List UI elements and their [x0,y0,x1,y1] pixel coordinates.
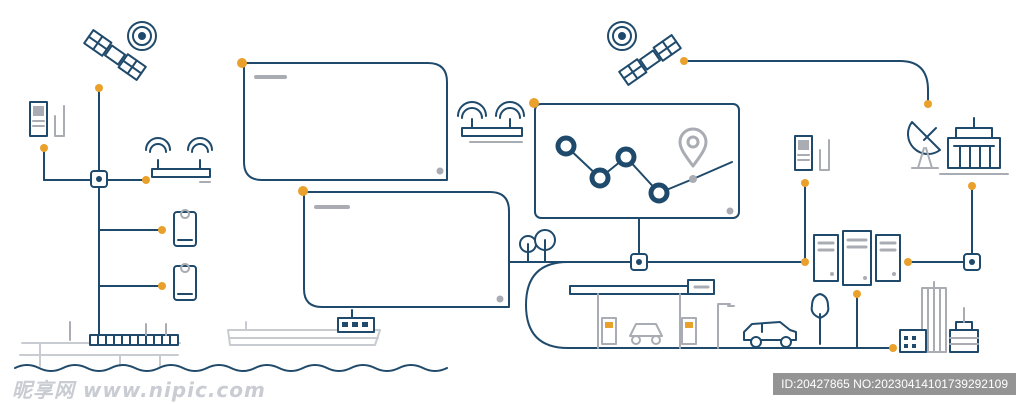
info-panel-1 [243,62,448,181]
radar-dish-icon [907,121,941,169]
ship-icon [227,309,381,346]
city-buildings [899,281,979,353]
chart-point [589,167,611,189]
satellite-dish [127,21,157,51]
router-icon [145,137,213,183]
router-icon [457,101,525,143]
mobile-device-icon [794,135,830,171]
server-rack-icon [813,230,901,286]
water-waves [14,364,448,372]
watermark-site: 昵享网 www.nipic.com [12,378,266,402]
tree-icon [519,229,830,345]
street-lamp [717,303,735,349]
satellite-icon [618,34,682,86]
connection-nodes [40,57,976,352]
chart-point [615,146,637,168]
chart-point [555,135,577,157]
car-icon [743,321,797,348]
building-icon [939,117,1009,175]
gas-station-icon [569,279,715,349]
watermark-id: ID:20427865 NO:20230414101739292109 [773,373,1016,395]
chart-point [648,182,670,204]
satellite-icon [83,29,147,81]
info-panel-2 [303,191,510,308]
chart-panel [534,103,740,219]
mobile-device-icon [29,101,65,137]
smartphone-location-icon [173,209,197,247]
smartphone-location-icon [173,263,197,301]
satellite-dish [607,21,637,51]
pier [19,321,179,367]
